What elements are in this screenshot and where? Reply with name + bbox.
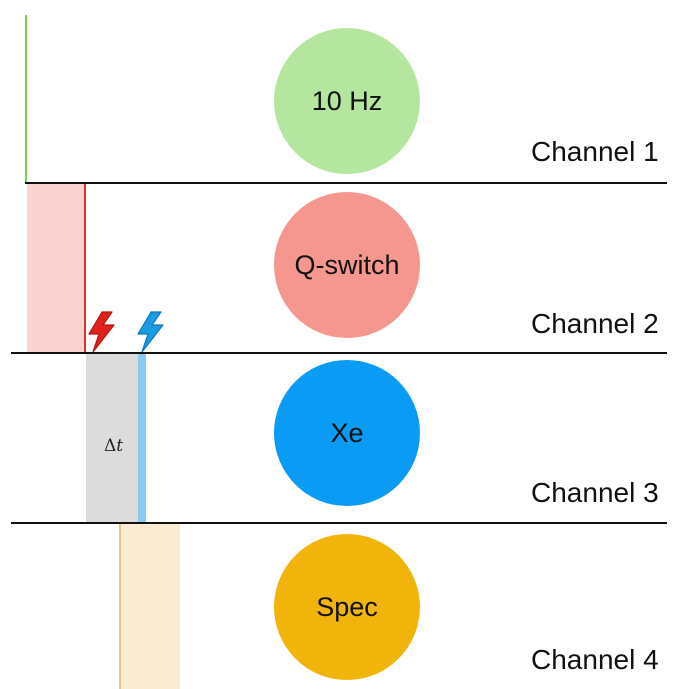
- channel-3-divider: [11, 522, 667, 524]
- channel-3-label: Channel 3: [531, 477, 659, 508]
- delay-window: [86, 354, 138, 522]
- spectrometer-trigger-line: [119, 524, 121, 689]
- channel-4-label: Channel 4: [531, 644, 659, 675]
- channel-3-circle: Xe: [274, 360, 420, 506]
- channel-1-device-label: 10 Hz: [311, 85, 383, 116]
- channel-3-device-label: Xe: [330, 417, 364, 448]
- q-switch-pulse-window: [27, 184, 84, 352]
- red-lightning-bolt-icon: [88, 311, 115, 353]
- channel-1-label: Channel 1: [531, 136, 659, 167]
- q-switch-pulse-edge: [84, 184, 86, 352]
- xe-pulse-line: [138, 354, 146, 522]
- channel-4-device-label: Spec: [316, 591, 378, 622]
- channel-2-device-label: Q-switch: [294, 249, 400, 280]
- delta-variable: t: [116, 436, 124, 456]
- channel-1-trigger-line: [25, 15, 27, 183]
- delay-label: Δt: [104, 436, 123, 456]
- channel-1-circle: 10 Hz: [274, 28, 420, 174]
- delta-symbol: Δ: [104, 436, 117, 456]
- channel-1-divider: [25, 182, 667, 184]
- channel-2-divider: [11, 352, 667, 354]
- channel-2-label: Channel 2: [531, 308, 659, 339]
- channel-4-circle: Spec: [274, 534, 420, 680]
- spectrometer-window: [120, 524, 180, 689]
- blue-lightning-bolt-icon: [137, 311, 164, 353]
- channel-2-circle: Q-switch: [274, 192, 420, 338]
